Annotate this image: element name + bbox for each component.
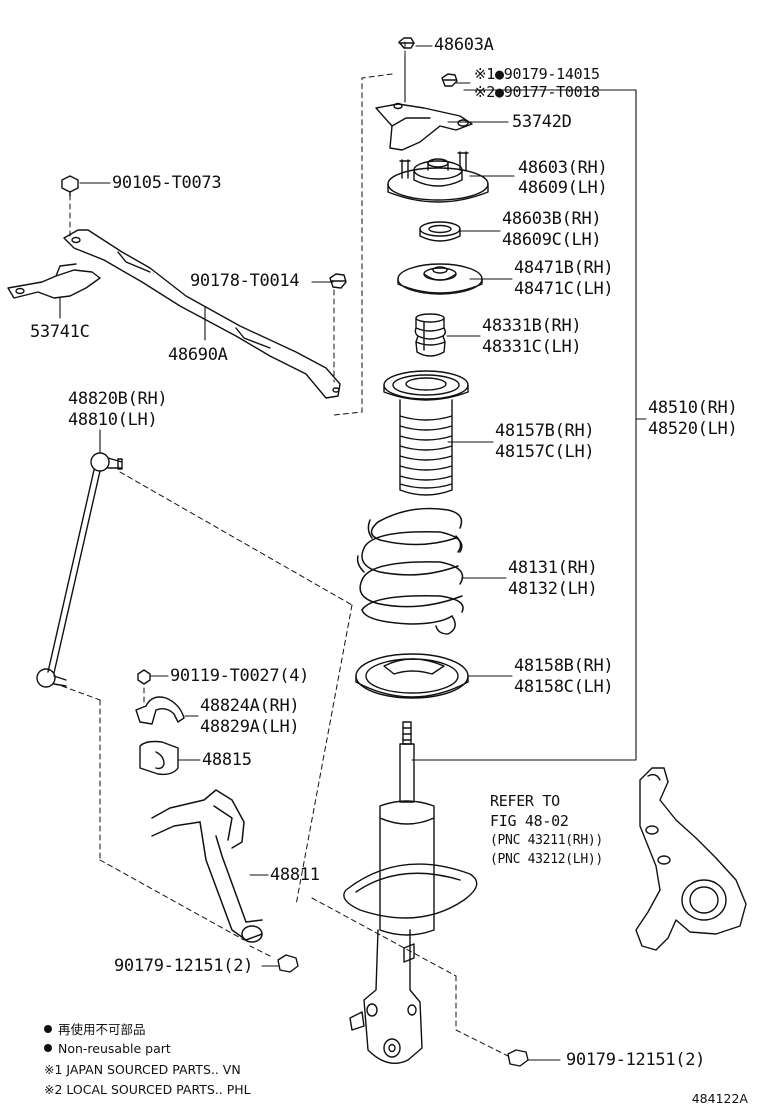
bearing-48603B <box>419 221 461 242</box>
boot-48157B <box>383 370 469 496</box>
label-90178-T0014: 90178-T0014 <box>190 271 300 291</box>
bullet-icon <box>44 1044 52 1052</box>
label-48158C-lh: 48158C(LH) <box>514 677 614 697</box>
support-48603 <box>387 151 489 203</box>
bushing-48815 <box>139 740 179 776</box>
label-48158B-rh: 48158B(RH) <box>514 656 614 676</box>
nut-90178 <box>329 273 347 289</box>
label-48157C-lh: 48157C(LH) <box>495 442 595 462</box>
label-48810-lh: 48810(LH) <box>68 410 158 430</box>
label-90179-14015: ※1●90179-14015 <box>474 65 600 83</box>
nut-90179-12151-b <box>507 1049 529 1067</box>
bullet-icon <box>44 1025 52 1033</box>
legend-nonreusable: Non-reusable part <box>44 1039 171 1058</box>
bar-48811 <box>151 789 263 943</box>
bumper-48331B <box>414 313 446 357</box>
insulator-48471B <box>397 263 483 295</box>
label-48609-lh: 48609(LH) <box>518 178 608 198</box>
nut-90179-14015 <box>441 73 458 87</box>
label-pnc-43211: (PNC 43211(RH)) <box>490 833 603 848</box>
label-48603A: 48603A <box>434 35 494 55</box>
nut-48603A <box>398 37 415 49</box>
knuckle <box>635 767 747 951</box>
label-48471B-rh: 48471B(RH) <box>514 258 614 278</box>
nut-90179-12151-a <box>277 954 299 973</box>
label-90179-12151-a: 90179-12151(2) <box>114 956 254 976</box>
label-48510-rh: 48510(RH) <box>648 398 738 418</box>
label-48815: 48815 <box>202 750 252 770</box>
label-48829A-lh: 48829A(LH) <box>200 717 300 737</box>
label-48603-rh: 48603(RH) <box>518 158 608 178</box>
link-48820B <box>36 452 123 688</box>
label-refer-to: REFER TO <box>490 792 560 810</box>
label-48331B-rh: 48331B(RH) <box>482 316 582 336</box>
label-48824A-rh: 48824A(RH) <box>200 696 300 716</box>
legend-japan-sourced: ※1 JAPAN SOURCED PARTS.. VN <box>44 1062 241 1077</box>
figure-id: 484122A <box>691 1091 748 1106</box>
leader-lines <box>59 45 647 1061</box>
label-53741C: 53741C <box>30 322 90 342</box>
label-90105-T0073: 90105-T0073 <box>112 173 222 193</box>
label-48132-lh: 48132(LH) <box>508 579 598 599</box>
bracket-53741C <box>7 263 101 299</box>
legend-local-sourced: ※2 LOCAL SOURCED PARTS.. PHL <box>44 1082 251 1097</box>
dashed-lines <box>61 39 509 1057</box>
bolt-90105 <box>61 175 79 197</box>
label-48820B-rh: 48820B(RH) <box>68 389 168 409</box>
label-48811: 48811 <box>270 865 320 885</box>
legend-jp-nonreusable: 再使用不可部品 <box>44 1020 146 1039</box>
bolt-90119 <box>137 669 151 685</box>
label-90179-12151-b: 90179-12151(2) <box>566 1050 706 1070</box>
seat-48158B <box>355 653 469 699</box>
label-48609C-lh: 48609C(LH) <box>502 230 602 250</box>
label-48131-rh: 48131(RH) <box>508 558 598 578</box>
spring-48131 <box>356 507 464 635</box>
label-90177-T0018: ※2●90177-T0018 <box>474 83 600 101</box>
bracket-48824A <box>135 696 185 725</box>
label-48471C-lh: 48471C(LH) <box>514 279 614 299</box>
label-fig-48-02: FIG 48-02 <box>490 812 569 830</box>
label-48520-lh: 48520(LH) <box>648 419 738 439</box>
bracket-53742D <box>375 102 473 151</box>
label-48603B-rh: 48603B(RH) <box>502 209 602 229</box>
label-48331C-lh: 48331C(LH) <box>482 337 582 357</box>
label-pnc-43212: (PNC 43212(LH)) <box>490 852 603 867</box>
shock-absorber <box>343 721 478 1064</box>
label-90119-T0027: 90119-T0027(4) <box>170 666 310 686</box>
label-48157B-rh: 48157B(RH) <box>495 421 595 441</box>
label-48690A: 48690A <box>168 345 228 365</box>
brace-48690A <box>63 229 341 399</box>
label-53742D: 53742D <box>512 112 572 132</box>
